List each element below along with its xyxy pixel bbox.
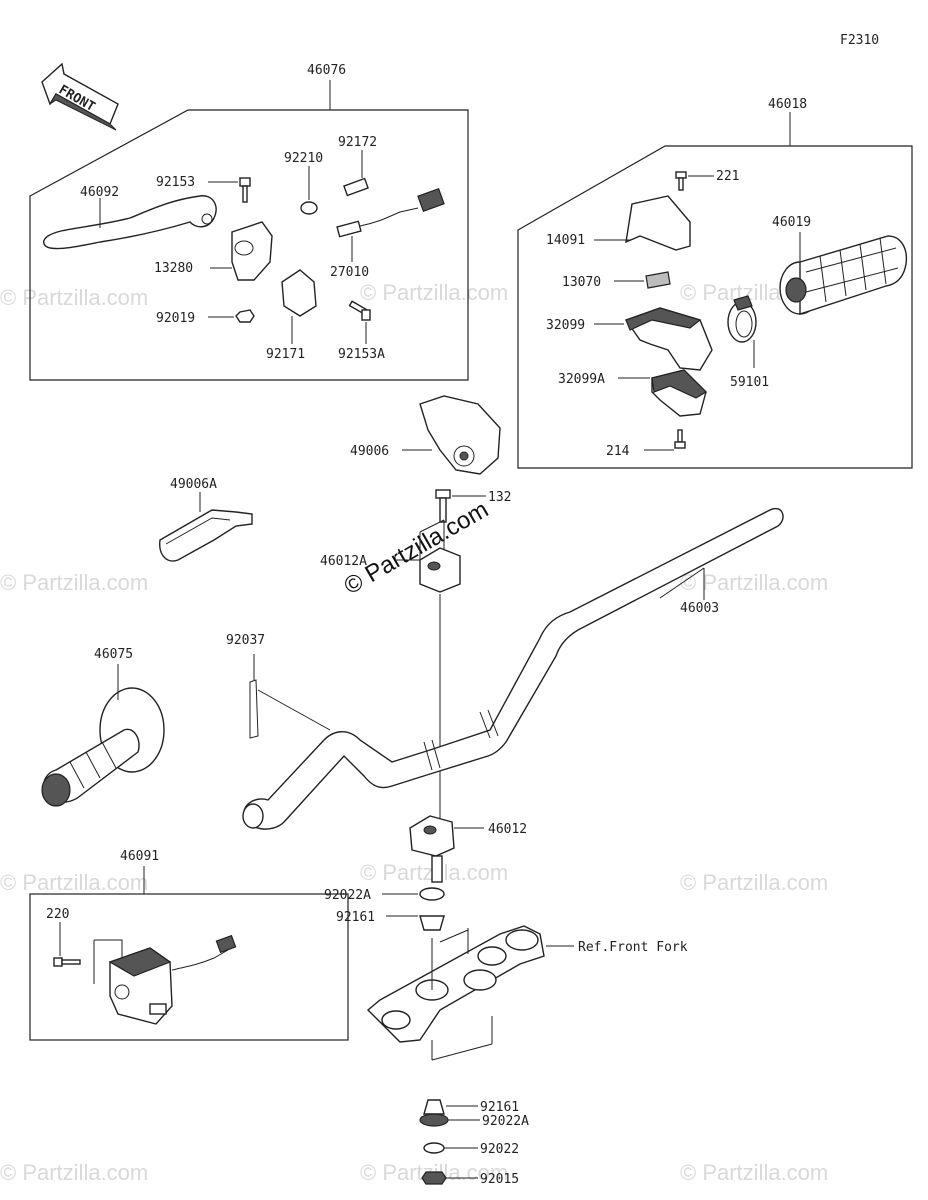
callout-221: 221	[716, 169, 739, 184]
callout-92037: 92037	[226, 633, 265, 648]
clutch-lever-assembly-group: 46076 46092 92153 92210 92172 13280	[29, 63, 469, 381]
callout-92153: 92153	[156, 175, 195, 190]
guide-nut-icon	[645, 271, 671, 289]
callout-46012A: 46012A	[320, 554, 367, 569]
callout-92015: 92015	[480, 1172, 519, 1187]
callout-14091: 14091	[546, 233, 585, 248]
callout-92022A-bottom: 92022A	[482, 1114, 529, 1129]
callout-13280: 13280	[154, 261, 193, 276]
guard-49006: 49006	[350, 395, 501, 475]
callout-32099A: 32099A	[558, 372, 605, 387]
watermark: © Partzilla.com	[680, 570, 828, 595]
switch-assembly-group: 46091 220	[29, 849, 349, 1041]
callout-49006A: 49006A	[170, 477, 217, 492]
callout-46076: 46076	[307, 63, 346, 78]
nut-icon	[421, 1171, 447, 1185]
throttle-assembly-group: 46018 221 14091 13070 32099 32099A	[517, 97, 913, 469]
callout-46091: 46091	[120, 849, 159, 864]
callout-46019: 46019	[772, 215, 811, 230]
callout-59101: 59101	[730, 375, 769, 390]
callout-46012: 46012	[488, 822, 527, 837]
callout-32099: 32099	[546, 318, 585, 333]
guard-cover-49006A: 49006A	[159, 477, 253, 562]
watermark: © Partzilla.com	[680, 1160, 828, 1185]
rubber-damper-icon	[419, 915, 445, 931]
callout-13070: 13070	[562, 275, 601, 290]
watermark: © Partzilla.com	[0, 570, 148, 595]
callout-46003: 46003	[680, 601, 719, 616]
main-watermark: © Partzilla.com	[340, 496, 494, 600]
watermark: © Partzilla.com	[0, 285, 148, 310]
callout-92019: 92019	[156, 311, 195, 326]
adjuster-icon	[343, 177, 369, 197]
callout-92161-bottom: 92161	[480, 1100, 519, 1115]
screw-icon	[53, 957, 81, 967]
watermark: © Partzilla.com	[0, 1160, 148, 1185]
left-grip-46075: 46075	[41, 647, 165, 807]
callout-92172: 92172	[338, 135, 377, 150]
callout-220: 220	[46, 907, 69, 922]
callout-46075: 46075	[94, 647, 133, 662]
callout-92210: 92210	[284, 151, 323, 166]
callout-46092: 46092	[80, 185, 119, 200]
triple-clamp: Ref.Front Fork	[366, 925, 688, 1061]
handlebar: 46003	[242, 507, 784, 830]
callout-46018: 46018	[768, 97, 807, 112]
throttle-collar-icon	[727, 295, 757, 343]
washer-icon	[423, 1142, 445, 1154]
watermark: © Partzilla.com	[360, 280, 508, 305]
callout-49006: 49006	[350, 444, 389, 459]
callout-214: 214	[606, 444, 630, 459]
figure-code: F2310	[840, 33, 879, 48]
ref-front-fork: Ref.Front Fork	[578, 940, 688, 955]
callout-27010: 27010	[330, 265, 369, 280]
watermark: © Partzilla.com	[680, 870, 828, 895]
washer-icon	[419, 1113, 449, 1127]
bolt-icon	[435, 489, 451, 523]
callout-92022: 92022	[480, 1142, 519, 1157]
washer-icon	[419, 887, 445, 901]
nut-icon	[235, 309, 255, 323]
upper-clamp-46012A: 46012A	[320, 519, 461, 593]
callout-92161-top: 92161	[336, 910, 375, 925]
clip-92037: 92037	[226, 633, 331, 739]
front-arrow-icon: FRONT	[41, 62, 119, 131]
screw-icon	[674, 429, 686, 449]
clamp	[281, 269, 317, 317]
callout-92153A: 92153A	[338, 347, 385, 362]
bolt-icon	[239, 177, 251, 203]
watermark: © Partzilla.com	[0, 870, 148, 895]
clutch-lever	[43, 195, 217, 250]
clutch-switch-icon	[336, 187, 445, 238]
throttle-cover	[625, 195, 691, 251]
throttle-grip-icon	[779, 235, 908, 315]
washer-icon	[300, 201, 318, 215]
lower-clamp-46012: 46012	[409, 815, 527, 883]
callout-132: 132	[488, 490, 511, 505]
bolt-icon	[348, 300, 371, 321]
callout-92171: 92171	[266, 347, 305, 362]
rubber-damper-icon	[423, 1099, 445, 1115]
screw-icon	[675, 171, 687, 191]
